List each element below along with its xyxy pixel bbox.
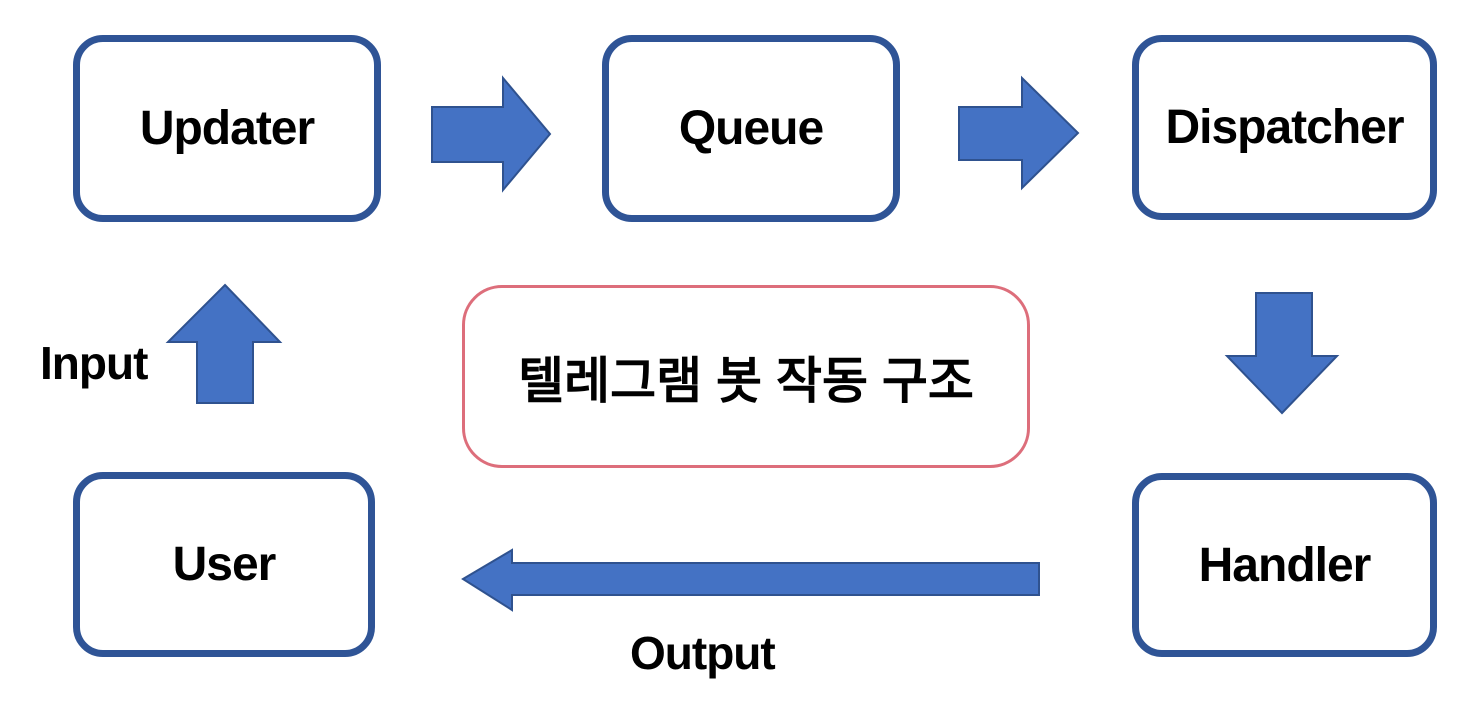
arrow-right-queue-to-dispatcher-icon [958,75,1080,191]
arrow-down-dispatcher-to-handler-icon [1224,292,1340,415]
node-updater: Updater [73,35,381,222]
node-queue-label: Queue [678,102,824,155]
edge-label-output: Output [630,627,776,679]
edge-label-input: Input [40,337,148,389]
node-user-label: User [172,538,277,591]
arrow-right-updater-to-queue-icon [431,75,552,193]
node-handler: Handler [1132,473,1437,657]
node-dispatcher-label: Dispatcher [1165,101,1404,154]
diagram-title: 텔레그램 봇 작동 구조 [518,352,974,409]
arrow-left-handler-to-user-icon [461,548,1040,612]
node-updater-label: Updater [139,102,315,155]
node-queue: Queue [602,35,900,222]
node-handler-label: Handler [1198,538,1372,592]
node-user: User [73,472,375,657]
diagram-title-box: 텔레그램 봇 작동 구조 [462,285,1030,468]
arrow-up-user-to-updater-icon [165,283,283,404]
node-dispatcher: Dispatcher [1132,35,1437,220]
